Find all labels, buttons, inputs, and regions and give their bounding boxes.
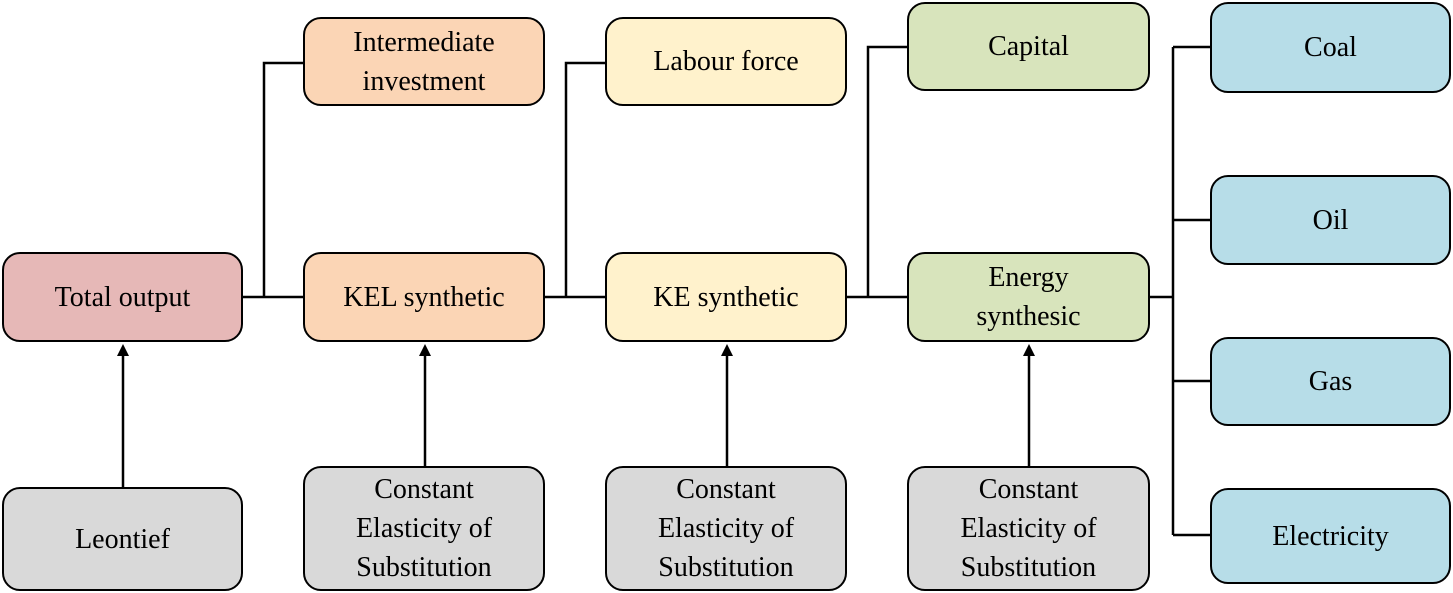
node-coal: Coal xyxy=(1210,2,1451,93)
node-kel-synthetic: KEL synthetic xyxy=(303,252,545,342)
link-kel-to-labour xyxy=(564,61,605,297)
node-energy-synthesis: Energy synthesic xyxy=(907,252,1150,342)
node-ces-ke: Constant Elasticity of Substitution xyxy=(605,466,847,591)
node-leontief: Leontief xyxy=(2,487,243,591)
node-gas: Gas xyxy=(1210,337,1451,426)
node-intermediate-investment: Intermediate investment xyxy=(303,17,545,106)
link-ke-to-capital xyxy=(866,45,907,297)
node-ces-kel: Constant Elasticity of Substitution xyxy=(303,466,545,591)
link-total-to-intermediate xyxy=(262,61,303,297)
node-electricity: Electricity xyxy=(1210,488,1451,584)
node-total-output: Total output xyxy=(2,252,243,342)
node-capital: Capital xyxy=(907,2,1150,91)
node-labour-force: Labour force xyxy=(605,17,847,106)
node-ces-energy: Constant Elasticity of Substitution xyxy=(907,466,1150,591)
node-oil: Oil xyxy=(1210,175,1451,265)
node-ke-synthetic: KE synthetic xyxy=(605,252,847,342)
